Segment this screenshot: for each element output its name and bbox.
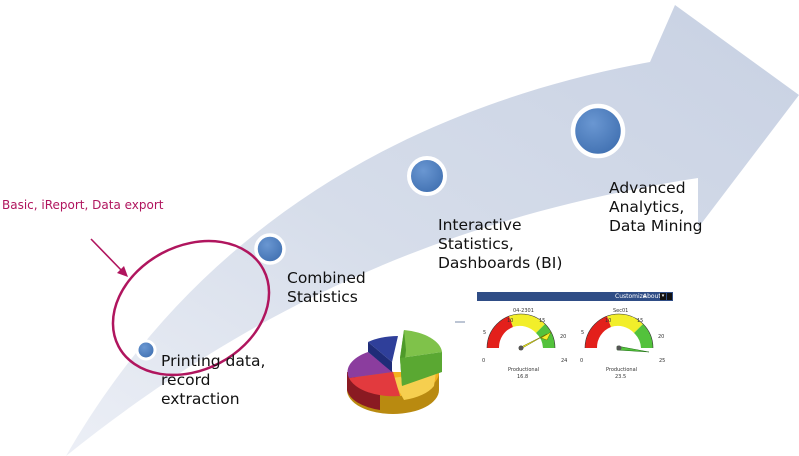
stage-node-1 [135,339,157,361]
stage-label-4: Advanced Analytics, Data Mining [609,179,703,235]
dashboard-screenshot: Customize About ▾ [477,292,673,382]
gauge-2-tick: 25 [659,358,666,364]
gauge-2-tick: 20 [658,334,665,340]
gauge-2-tick: 10 [605,318,612,324]
menu-extra-icon[interactable] [667,293,672,300]
pie-chart-illustration [347,321,465,414]
annotation-pointer-arrow [90,238,128,277]
stage-node-3 [407,156,447,196]
gauge-2-caption: Productional [606,367,638,373]
gauge-2-title: Sec01 [613,308,629,314]
gauge-2-tick: 0 [580,358,584,364]
gauge-2 [584,313,654,353]
stage-node-2 [254,233,286,265]
gauge-1-tick: 10 [507,318,514,324]
menu-item-about[interactable]: About [643,293,661,300]
gauge-2-tick: 5 [581,330,585,336]
menu-item-customize[interactable]: Customize [615,293,647,300]
gauge-1-tick: 20 [560,334,567,340]
stage-label-3: Interactive Statistics, Dashboards (BI) [438,216,563,272]
gauge-1-tick: 5 [483,330,487,336]
annotation-text: Basic, iReport, Data export [2,198,164,212]
gauge-1-tick: 15 [539,318,546,324]
gauge-1-caption: Productional [508,367,540,373]
gauge-2-tick: 15 [637,318,644,324]
menu-dropdown-icon[interactable]: ▾ [660,293,666,300]
gauge-1-title: 04-2301 [513,308,534,314]
gauges [486,313,654,353]
gauge-1-tick: 24 [561,358,568,364]
gauge-1-tick: 0 [482,358,486,364]
gauge-2-value: 23.5 [615,374,627,380]
dashboard-menu-bar: Customize About ▾ [477,292,673,301]
highlight-ellipse [111,239,271,377]
stage-label-2: Combined Statistics [287,269,366,306]
gauge-1-value: 16.8 [517,374,529,380]
stage-label-1: Printing data, record extraction [161,352,266,408]
stage-node-4 [570,103,626,159]
gauge-1 [486,313,556,351]
